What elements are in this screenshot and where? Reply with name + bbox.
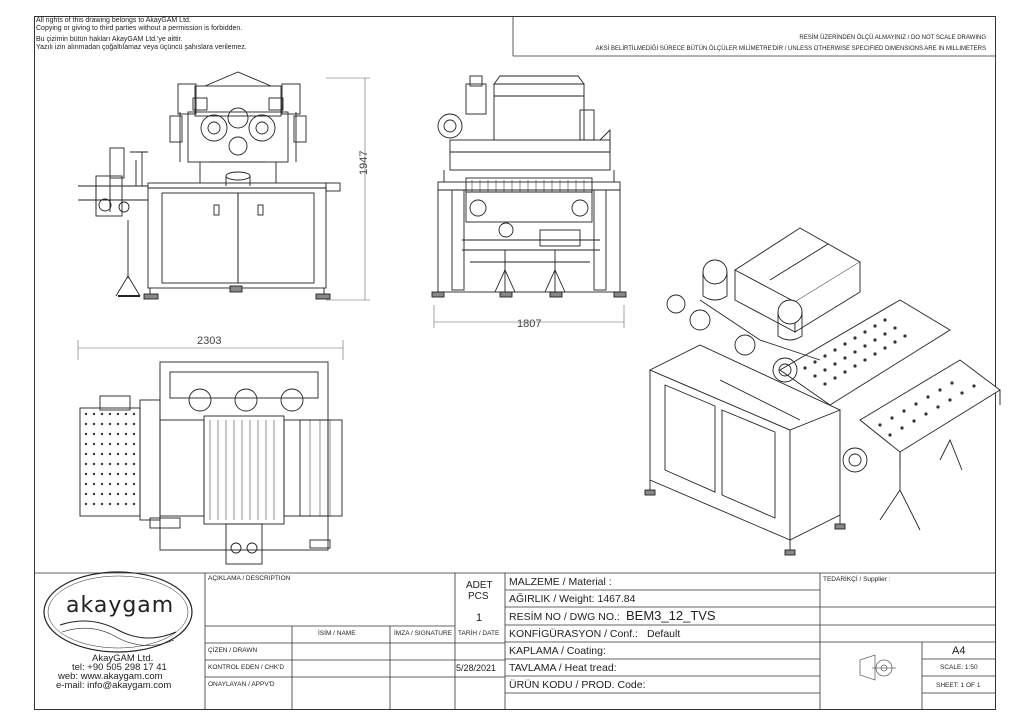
config-label: KONFİGÜRASYON / Conf.:	[509, 628, 638, 640]
top-view	[77, 340, 344, 565]
checked-label: KONTROL EDEN / CHK'D	[208, 664, 285, 671]
paper-size: A4	[952, 645, 966, 657]
coating-label: KAPLAMA / Coating:	[509, 645, 606, 657]
description-label: AÇIKLAMA / DESCRIPTION	[208, 575, 291, 582]
name-column-header: İSİM / NAME	[318, 630, 356, 637]
material-label: MALZEME / Material :	[509, 576, 612, 588]
checked-date: 5/28/2021	[456, 663, 497, 673]
copy-note-tr: Yazılı izin alınmadan çoğaltılamaz veya …	[36, 44, 247, 51]
length-dimension: 2303	[197, 335, 222, 347]
scale-note: RESİM ÜZERİNDEN ÖLÇÜ ALMAYINIZ / DO NOT …	[799, 35, 986, 41]
weight-label: AĞIRLIK / Weight: 1467.84	[509, 593, 636, 605]
product-code-label: ÜRÜN KODU / PROD. Code:	[509, 679, 646, 691]
front-view	[78, 71, 370, 301]
units-note: AKSİ BELİRTİLMEDİĞİ SÜRECE BÜTÜN ÖLÇÜLER…	[595, 46, 986, 52]
qty-label-adet: ADET	[466, 580, 493, 591]
logo-text: akaygam	[66, 593, 175, 618]
scale-value: SCALE: 1:50	[940, 664, 978, 671]
qty-label-pcs: PCS	[468, 591, 489, 602]
date-column-header: TARİH / DATE	[458, 630, 500, 637]
top-view-dot-grid	[84, 412, 136, 506]
approved-label: ONAYLAYAN / APPV'D	[208, 681, 275, 688]
drawing-frame	[34, 16, 996, 710]
isometric-view	[644, 227, 1001, 556]
company-logo	[43, 571, 193, 653]
company-tel: tel: +90 505 298 17 41	[72, 662, 167, 673]
height-dimension: 1947	[358, 150, 370, 175]
heat-treat-label: TAVLAMA / Heat tread:	[509, 662, 617, 674]
iso-dot-grid	[803, 318, 976, 437]
supplier-label: TEDARİKÇİ / Supplier :	[823, 576, 891, 583]
drawn-label: ÇİZEN / DRAWN	[208, 647, 258, 654]
company-web: web: www.akaygam.com	[58, 671, 163, 682]
company-email: e-mail: info@akaygam.com	[56, 680, 172, 691]
copy-note-en: Copying or giving to third parties witho…	[36, 25, 243, 32]
rights-note-tr: Bu çizimin bütün hakları AkayGAM Ltd.'ye…	[36, 36, 183, 43]
width-dimension: 1807	[517, 318, 542, 330]
signature-column-header: İMZA / SIGNATURE	[394, 630, 453, 637]
dwg-value: BEM3_12_TVS	[626, 608, 716, 623]
dwg-label: RESİM NO / DWG NO.:	[509, 611, 620, 623]
projection-symbol-icon	[859, 654, 896, 681]
company-name: AkayGAM Ltd.	[92, 653, 154, 664]
side-view	[431, 75, 627, 328]
qty-value: 1	[476, 612, 483, 624]
config-value: Default	[647, 628, 681, 640]
title-block-lines	[34, 572, 996, 710]
sheet-value: SHEET: 1 OF 1	[936, 682, 981, 689]
rights-note-en: All rights of this drawing belongs to Ak…	[36, 17, 191, 24]
